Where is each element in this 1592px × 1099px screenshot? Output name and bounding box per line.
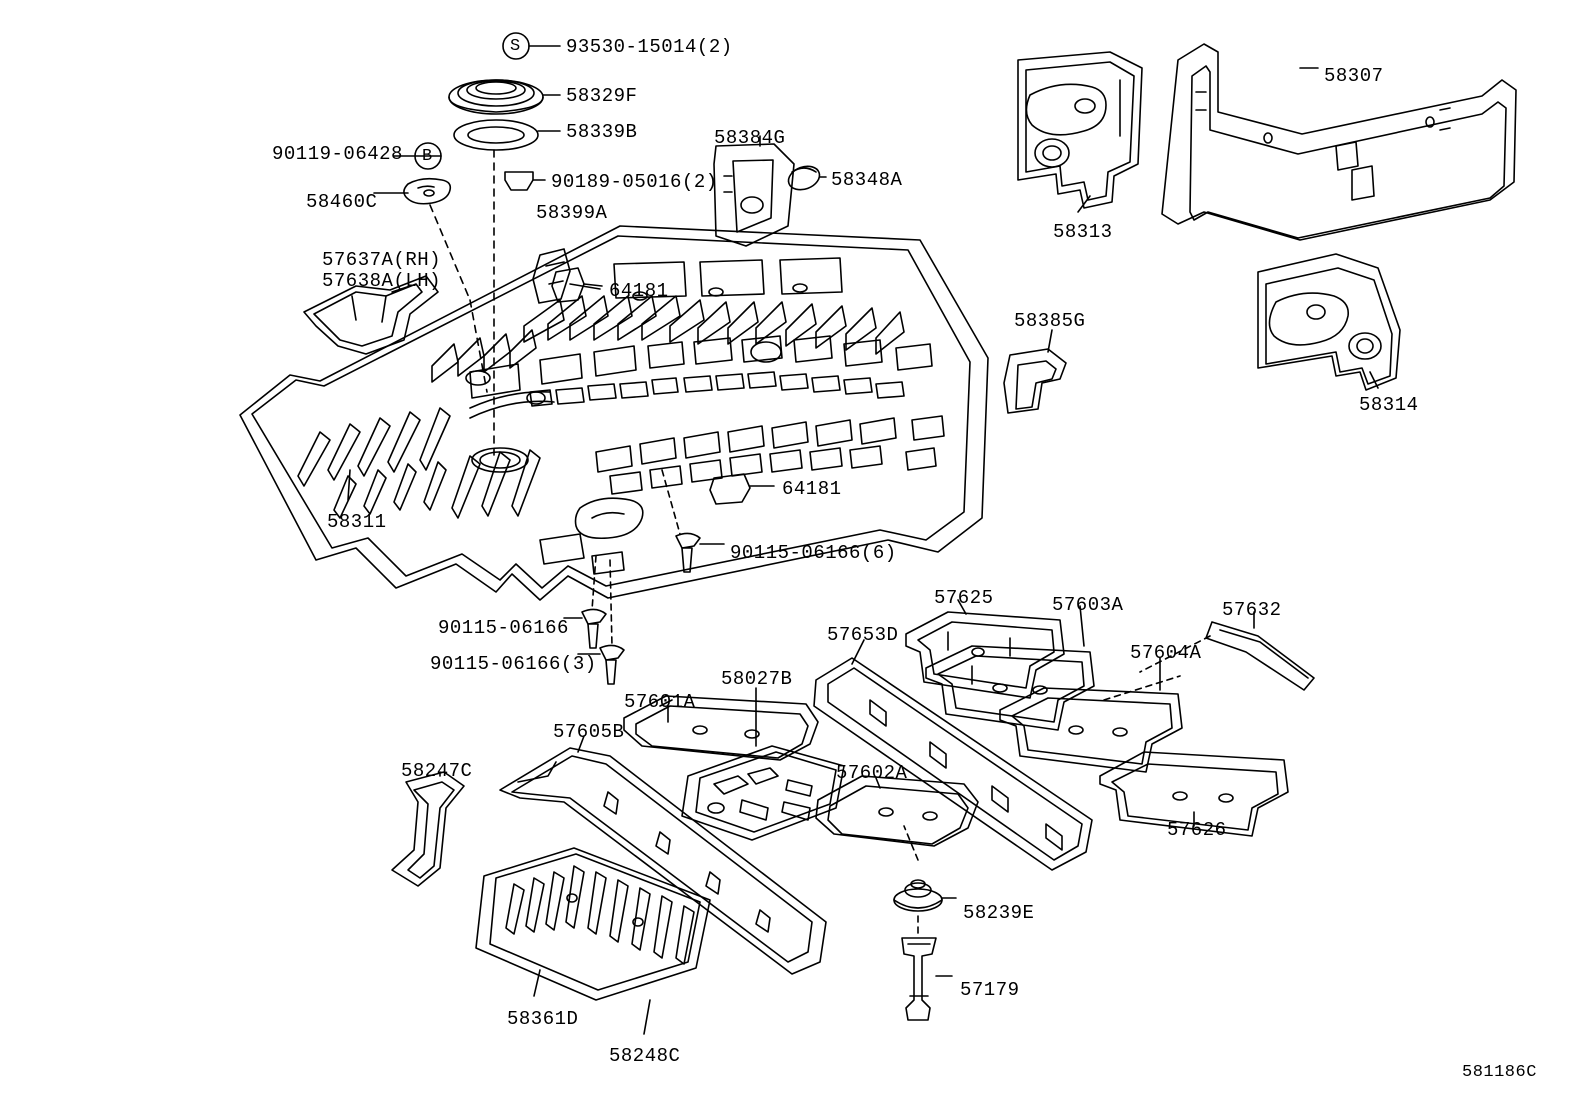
part-58307 — [1161, 43, 1517, 241]
label-58361D: 58361D — [507, 1008, 579, 1030]
label-58307: 58307 — [1324, 65, 1384, 87]
part-64181-top — [551, 267, 603, 303]
label-57632: 57632 — [1222, 599, 1282, 621]
part-58399A — [532, 248, 601, 304]
label-58027B: 58027B — [721, 668, 793, 690]
label-58399A: 58399A — [536, 202, 608, 224]
part-58361D — [475, 847, 711, 1001]
label-90115-06166-6: 90115-06166(6) — [730, 542, 897, 564]
label-58247C: 58247C — [401, 760, 473, 782]
label-58313: 58313 — [1053, 221, 1113, 243]
figure-id: 581186C — [1462, 1063, 1537, 1082]
part-57179 — [901, 937, 953, 1021]
callout-letter-b: B — [422, 147, 433, 166]
part-58460C — [373, 177, 452, 205]
part-57604A — [999, 657, 1183, 773]
label-57604A: 57604A — [1130, 642, 1202, 664]
part-57653D — [813, 639, 1093, 871]
label-57605B: 57605B — [553, 721, 625, 743]
label-58460C: 58460C — [306, 191, 378, 213]
label-64181-mid: 64181 — [782, 478, 842, 500]
part-64181-mid — [709, 473, 775, 505]
part-90189-05016 — [504, 171, 546, 191]
label-58339B: 58339B — [566, 121, 638, 143]
label-57625: 57625 — [934, 587, 994, 609]
part-58384G — [713, 135, 795, 247]
leader-58248C — [643, 999, 651, 1035]
part-57632 — [1205, 611, 1315, 691]
label-58329F: 58329F — [566, 85, 638, 107]
label-64181-top: 64181 — [609, 280, 669, 302]
part-58348A — [787, 165, 827, 191]
part-90115-06166-1 — [563, 608, 607, 649]
label-58385G: 58385G — [1014, 310, 1086, 332]
label-90115-06166-3: 90115-06166(3) — [430, 653, 597, 675]
part-57625 — [905, 599, 1065, 699]
part-57637A — [303, 275, 439, 355]
label-58348A: 58348A — [831, 169, 903, 191]
label-57602A: 57602A — [836, 762, 908, 784]
part-57602A — [815, 775, 979, 847]
part-57626 — [1099, 751, 1289, 837]
label-93530-15014: 93530-15014(2) — [566, 36, 733, 58]
label-58248C: 58248C — [609, 1045, 681, 1067]
label-57638A: 57638A(LH) — [322, 270, 442, 292]
label-57603A: 57603A — [1052, 594, 1124, 616]
part-58313 — [1017, 51, 1143, 213]
part-57605B — [499, 735, 827, 975]
label-90115-06166-1: 90115-06166 — [438, 617, 569, 639]
label-57626: 57626 — [1167, 819, 1227, 841]
part-58239E — [893, 879, 957, 912]
part-58339B — [453, 119, 561, 151]
part-58027B — [681, 687, 845, 841]
part-58247C — [391, 771, 465, 887]
label-57653D: 57653D — [827, 624, 899, 646]
label-90119-06428: 90119-06428 — [272, 143, 403, 165]
part-58311 — [239, 225, 989, 601]
part-90115-06166-3 — [577, 644, 625, 685]
label-57179: 57179 — [960, 979, 1020, 1001]
part-58385G — [1003, 329, 1067, 414]
part-58329F — [448, 79, 561, 115]
label-90189-05016: 90189-05016(2) — [551, 171, 718, 193]
part-57603A — [925, 605, 1095, 731]
label-58239E: 58239E — [963, 902, 1035, 924]
label-57637A: 57637A(RH) — [322, 249, 442, 271]
label-58314: 58314 — [1359, 394, 1419, 416]
part-58314 — [1257, 253, 1401, 391]
label-57601A: 57601A — [624, 691, 696, 713]
part-57601A — [623, 695, 819, 761]
callout-letter-s: S — [510, 37, 521, 56]
label-58384G: 58384G — [714, 127, 786, 149]
label-58311: 58311 — [327, 511, 387, 533]
